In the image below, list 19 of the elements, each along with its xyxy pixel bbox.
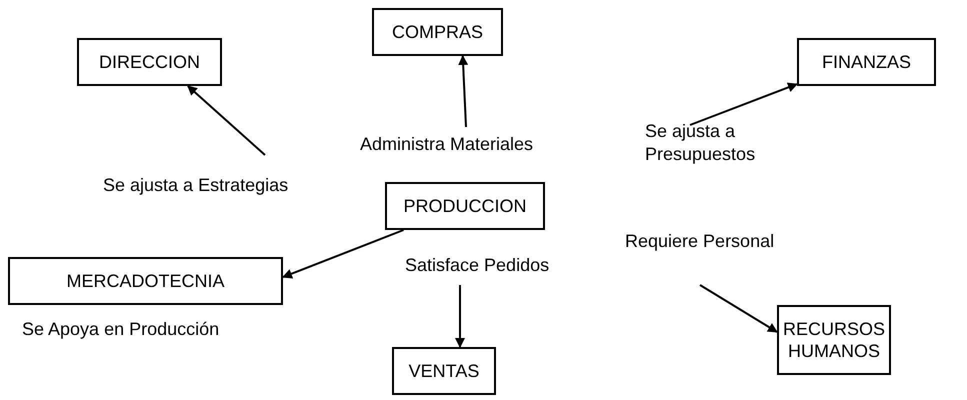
process-box: COMPRAS bbox=[372, 8, 503, 56]
arrow bbox=[455, 285, 465, 348]
process-box: MERCADOTECNIA bbox=[8, 257, 283, 305]
edge-label: Se ajusta a Estrategias bbox=[103, 174, 288, 196]
edge-label: Administra Materiales bbox=[360, 133, 534, 156]
arrow bbox=[187, 85, 266, 156]
edge-label: Satisface Pedidos bbox=[405, 254, 550, 276]
arrow bbox=[699, 284, 778, 333]
edge-label: Se ajusta a Presupuestos bbox=[645, 120, 756, 165]
arrow bbox=[282, 229, 404, 278]
note-text: Se Apoya en Producción bbox=[22, 318, 220, 340]
process-box: PRODUCCION bbox=[385, 182, 545, 230]
arrow bbox=[458, 55, 468, 128]
process-box: FINANZAS bbox=[797, 38, 936, 86]
process-box: VENTAS bbox=[392, 347, 496, 395]
edge-label: Requiere Personal bbox=[625, 230, 774, 252]
process-box: RECURSOS HUMANOS bbox=[777, 305, 891, 375]
arrow bbox=[690, 82, 798, 126]
process-box: DIRECCION bbox=[77, 38, 222, 86]
